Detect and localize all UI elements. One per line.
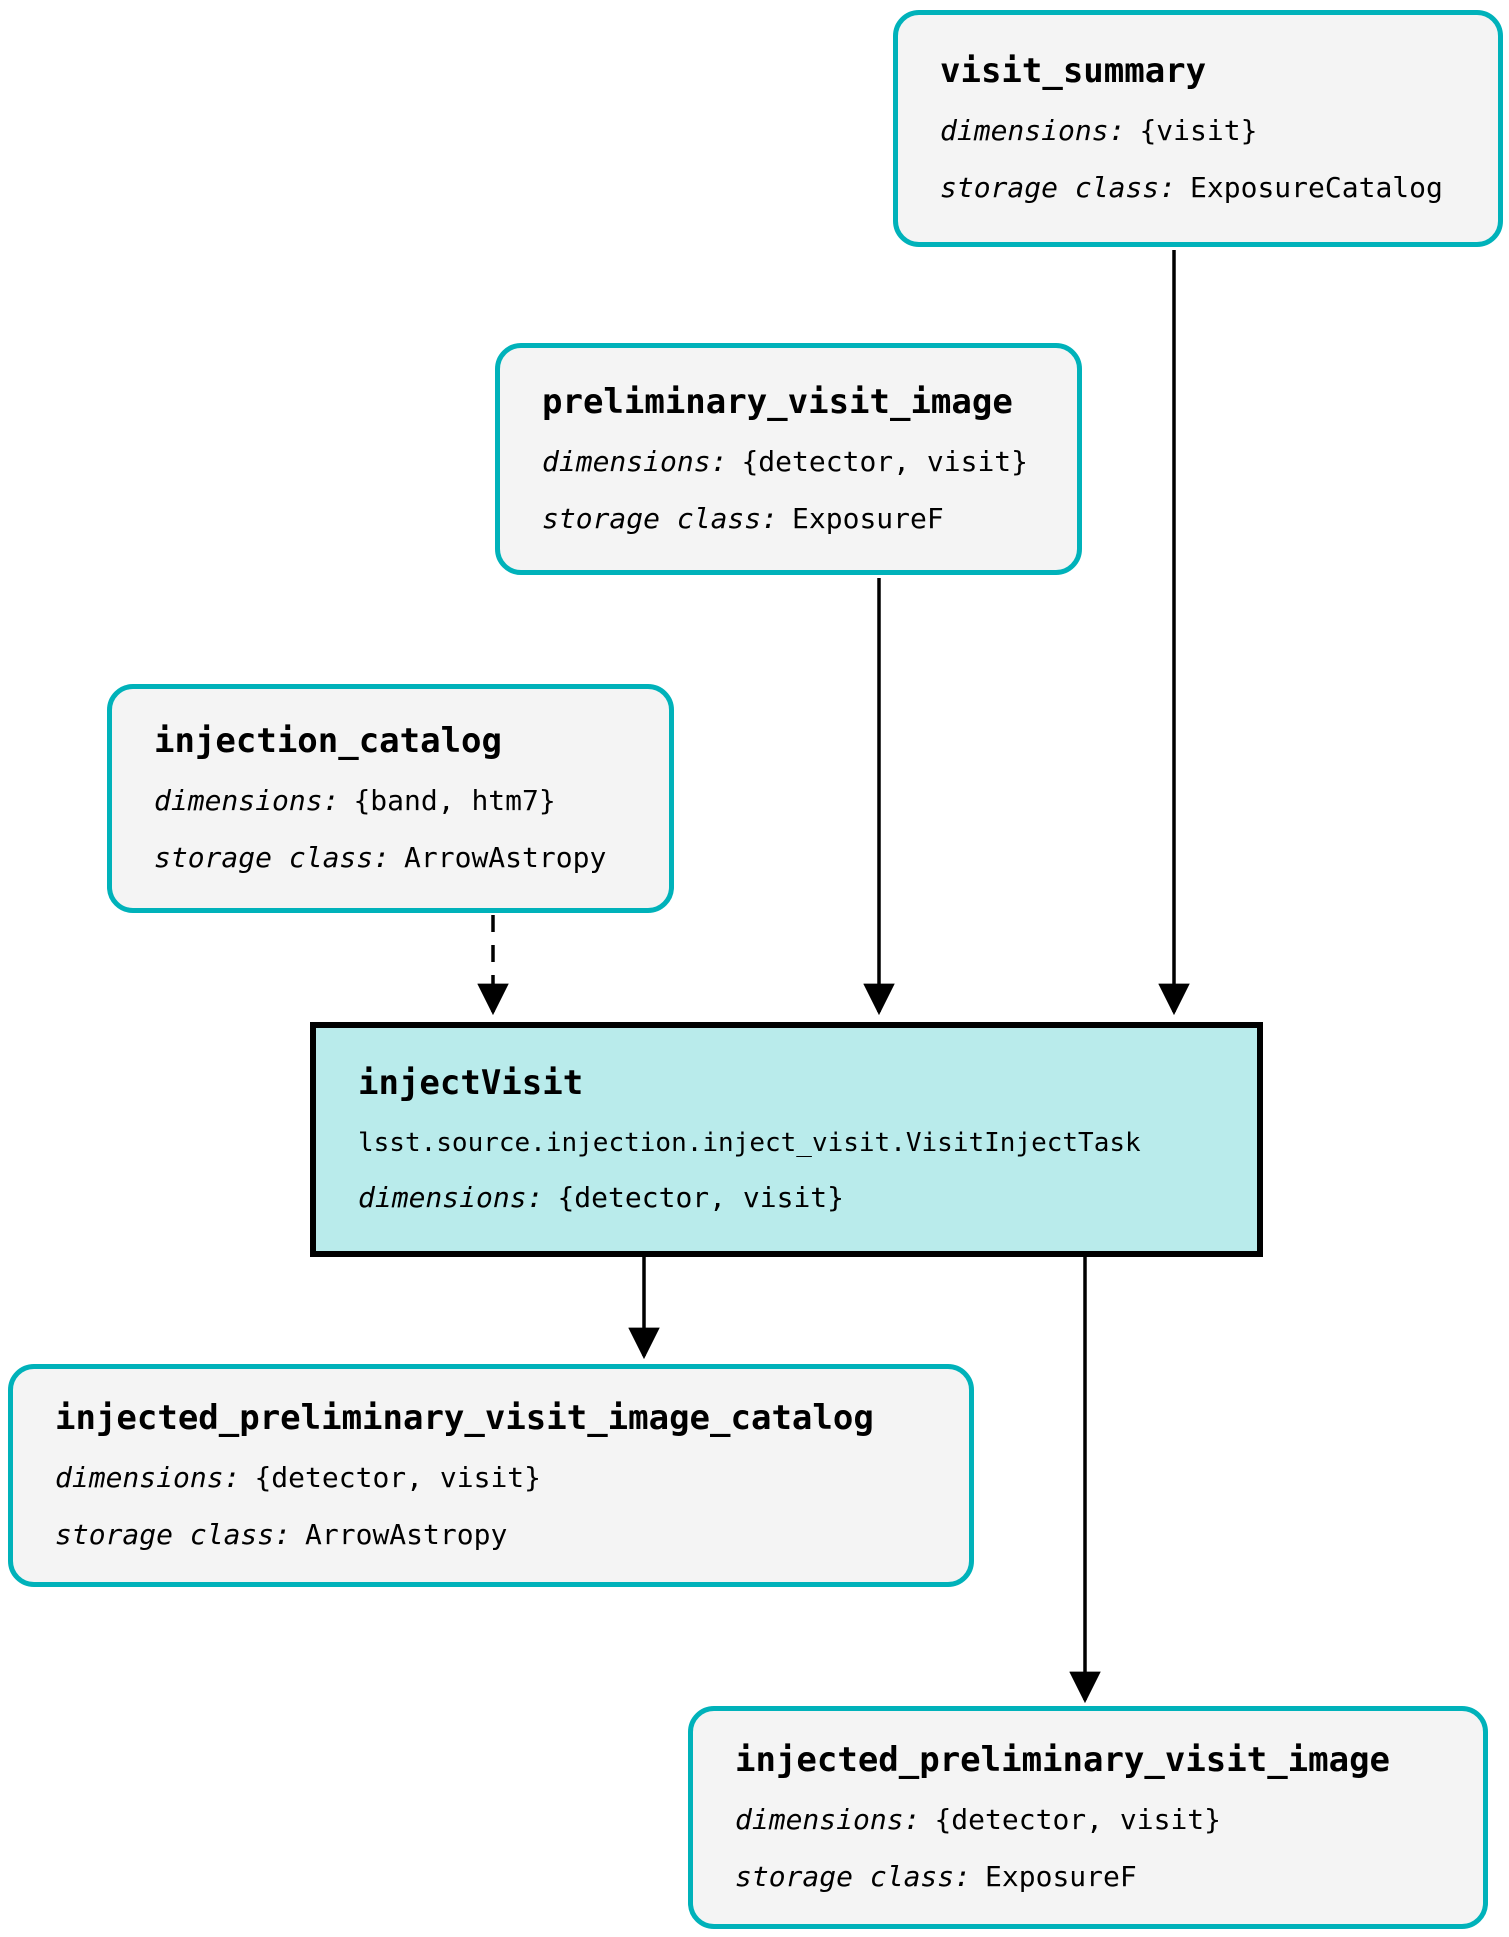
node-injected-preliminary-visit-image-title: injected_preliminary_visit_image [735,1740,1391,1780]
dimensions-label: dimensions: [940,114,1126,148]
storage-class-label: storage class: [735,1860,972,1894]
dimensions-label: dimensions: [735,1803,921,1837]
node-injected-preliminary-visit-image-storage-class: storage class: ExposureF [735,1860,1441,1894]
node-preliminary-visit-image: preliminary_visit_image dimensions: {dete… [495,343,1082,575]
node-injectvisit-task: injectVisit lsst.source.injection.inject… [310,1022,1263,1257]
node-preliminary-visit-image-title: preliminary_visit_image [542,381,1013,422]
dimensions-value: {detector, visit} [254,1461,542,1495]
node-injection-catalog-storage-class: storage class: ArrowAstropy [154,841,627,875]
node-injection-catalog: injection_catalog dimensions: {band, htm7… [107,684,674,913]
node-injectvisit-task-class: lsst.source.injection.inject_visit.Visit… [358,1127,1141,1158]
dimensions-value: {detector, visit} [741,444,1029,478]
node-injection-catalog-dimensions: dimensions: {band, htm7} [154,784,627,818]
node-preliminary-visit-image-storage-class: storage class: ExposureF [542,501,1035,535]
node-injection-catalog-title: injection_catalog [154,721,502,761]
storage-class-value: ArrowAstropy [404,841,607,875]
storage-class-value: ExposureCatalog [1190,171,1443,205]
dimensions-label: dimensions: [55,1461,241,1495]
node-preliminary-visit-image-dimensions: dimensions: {detector, visit} [542,444,1035,478]
node-visit-summary-title: visit_summary [940,51,1207,91]
dimensions-label: dimensions: [358,1181,544,1215]
node-injectvisit-dimensions: dimensions: {detector, visit} [358,1181,1215,1215]
storage-class-value: ExposureF [985,1860,1137,1894]
node-injected-preliminary-visit-image-dimensions: dimensions: {detector, visit} [735,1803,1441,1837]
dimensions-value: {visit} [1139,114,1258,148]
node-injected-preliminary-visit-image-catalog-dimensions: dimensions: {detector, visit} [55,1461,927,1495]
storage-class-label: storage class: [154,841,391,875]
node-injectvisit-title: injectVisit [358,1063,584,1104]
node-visit-summary-storage-class: storage class: ExposureCatalog [940,171,1456,205]
node-visit-summary-dimensions: dimensions: {visit} [940,114,1456,148]
dimensions-label: dimensions: [542,444,728,478]
dimensions-value: {detector, visit} [557,1181,845,1215]
storage-class-label: storage class: [55,1518,292,1552]
node-injected-preliminary-visit-image-catalog-title: injected_preliminary_visit_image_catalog [55,1398,874,1438]
dimensions-label: dimensions: [154,784,340,818]
node-injected-preliminary-visit-image: injected_preliminary_visit_image dimensi… [688,1706,1488,1929]
storage-class-label: storage class: [542,501,779,535]
storage-class-label: storage class: [940,171,1177,205]
node-injected-preliminary-visit-image-catalog-storage-class: storage class: ArrowAstropy [55,1518,927,1552]
node-injected-preliminary-visit-image-catalog: injected_preliminary_visit_image_catalog… [8,1364,974,1587]
node-visit-summary: visit_summary dimensions: {visit} storage… [893,10,1503,247]
storage-class-value: ExposureF [792,501,944,535]
dimensions-value: {detector, visit} [934,1803,1222,1837]
storage-class-value: ArrowAstropy [305,1518,508,1552]
dimensions-value: {band, htm7} [353,784,556,818]
